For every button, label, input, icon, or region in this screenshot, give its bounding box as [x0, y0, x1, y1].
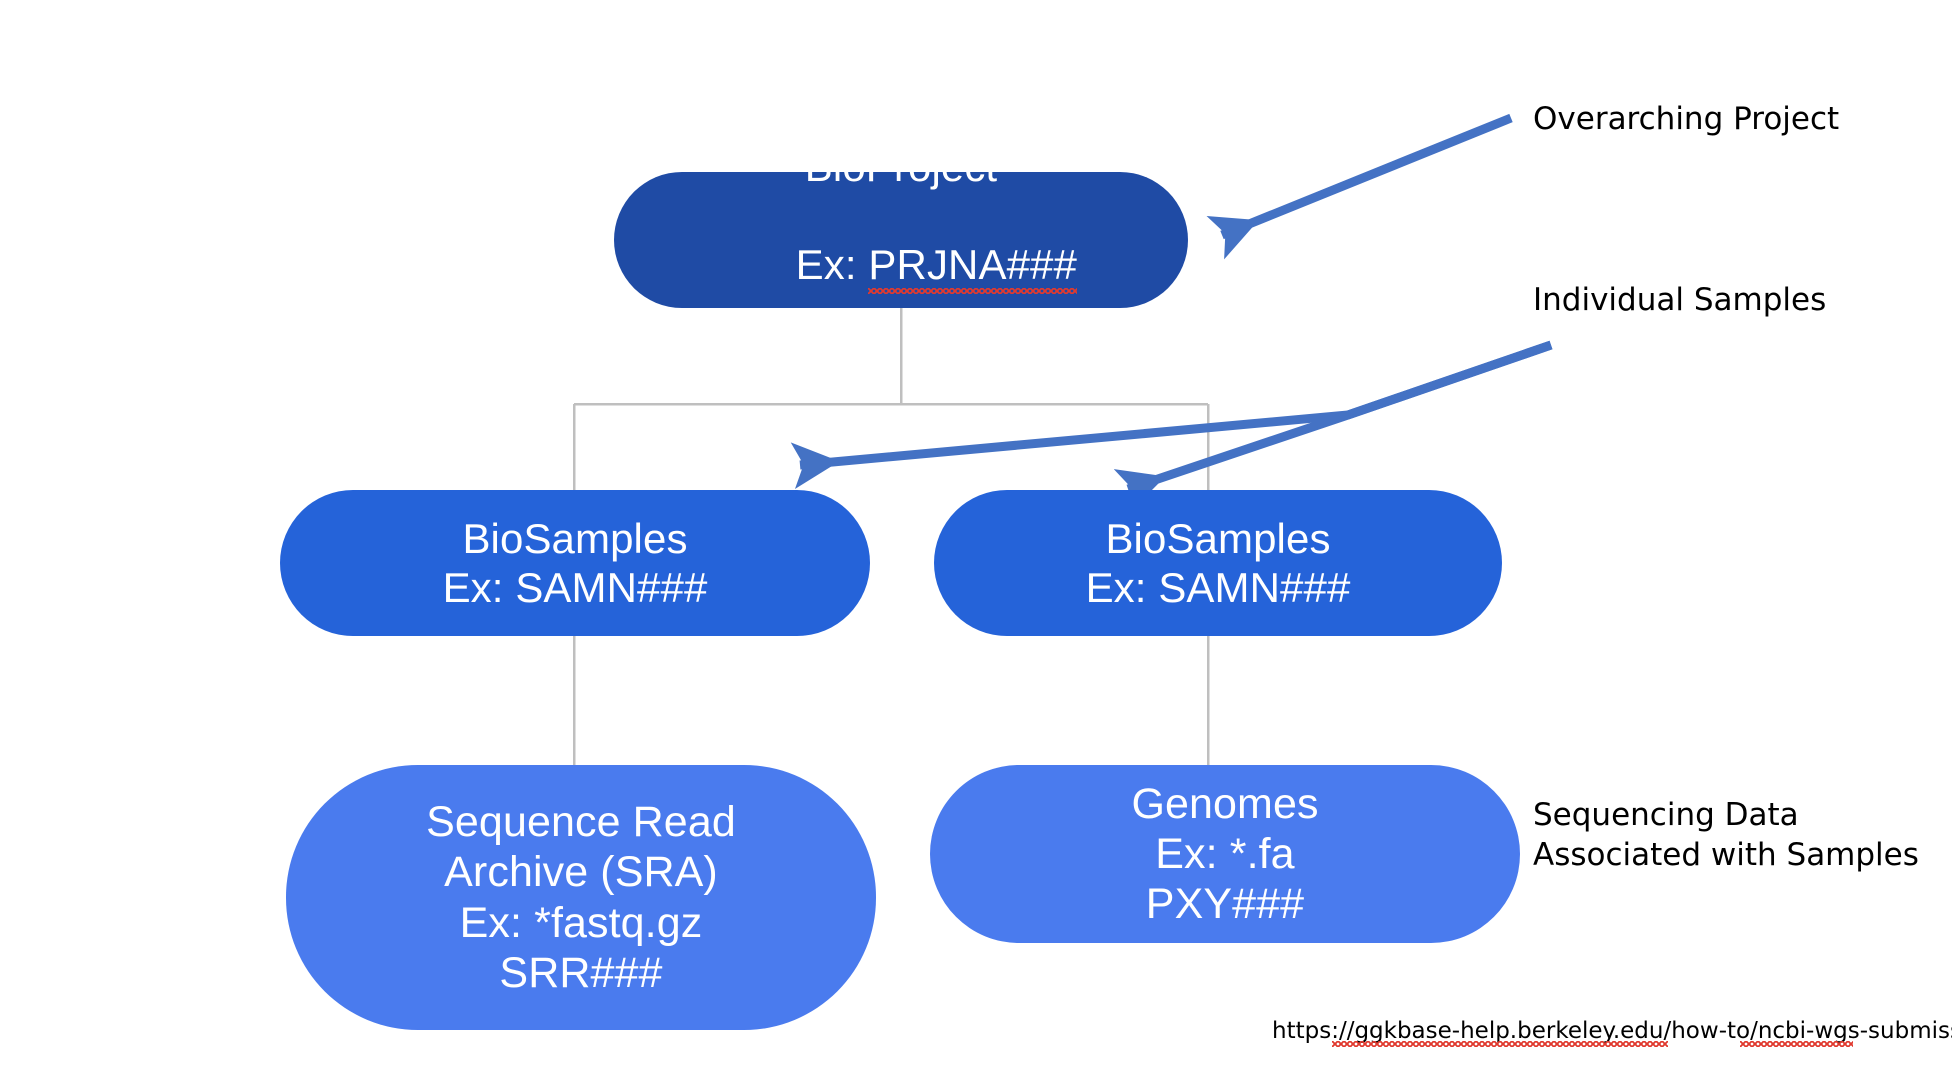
annotation-overarching-project: Overarching Project [1533, 101, 1840, 137]
source-url-text: https://ggkbase-help.berkeley.edu/how-to… [1272, 1018, 1952, 1044]
node-biosample-left-title: BioSamples [462, 514, 688, 562]
node-sra-line-2: Archive (SRA) [444, 848, 718, 897]
node-sequence-read-archive[interactable]: Sequence Read Archive (SRA) Ex: *fastq.g… [286, 765, 876, 1030]
arrow-individual-samples-left [790, 340, 1553, 489]
node-bioproject-example: Ex: PRJNA### [725, 191, 1077, 338]
node-biosample-right-example: Ex: SAMN### [1085, 564, 1351, 611]
node-biosample-right[interactable]: BioSamples Ex: SAMN### [934, 490, 1502, 636]
node-biosample-left-example: Ex: SAMN### [442, 564, 708, 611]
node-sra-line-1: Sequence Read [426, 797, 736, 846]
node-bioproject-example-prefix: Ex: [795, 241, 869, 288]
annotation-individual-samples: Individual Samples [1533, 282, 1827, 318]
spellcheck-squiggle-icon [1740, 1041, 1853, 1047]
node-genomes-line-3: PXY### [1145, 880, 1305, 929]
node-biosample-right-title: BioSamples [1105, 514, 1331, 562]
node-biosample-left[interactable]: BioSamples Ex: SAMN### [280, 490, 870, 636]
arrow-individual-samples-right [1113, 340, 1553, 514]
node-genomes[interactable]: Genomes Ex: *.fa PXY### [930, 765, 1520, 943]
node-genomes-line-2: Ex: *.fa [1155, 829, 1295, 878]
spellcheck-squiggle-icon [868, 288, 1077, 295]
source-url[interactable]: https://ggkbase-help.berkeley.edu/how-to… [1272, 1018, 1952, 1047]
node-bioproject[interactable]: BioProject Ex: PRJNA### [614, 143, 1188, 308]
node-bioproject-example-id: PRJNA### [868, 241, 1077, 288]
spellcheck-squiggle-icon [1332, 1041, 1668, 1047]
arrow-overarching-project [1206, 113, 1513, 260]
node-sra-line-3: Ex: *fastq.gz [459, 898, 703, 947]
node-genomes-line-1: Genomes [1131, 779, 1319, 828]
node-bioproject-title: BioProject [804, 142, 998, 190]
node-sra-line-4: SRR### [499, 948, 663, 997]
spellcheck-underlined-text: PRJNA### [868, 240, 1077, 295]
annotation-sequencing-data: Sequencing Data Associated with Samples [1533, 797, 1919, 873]
